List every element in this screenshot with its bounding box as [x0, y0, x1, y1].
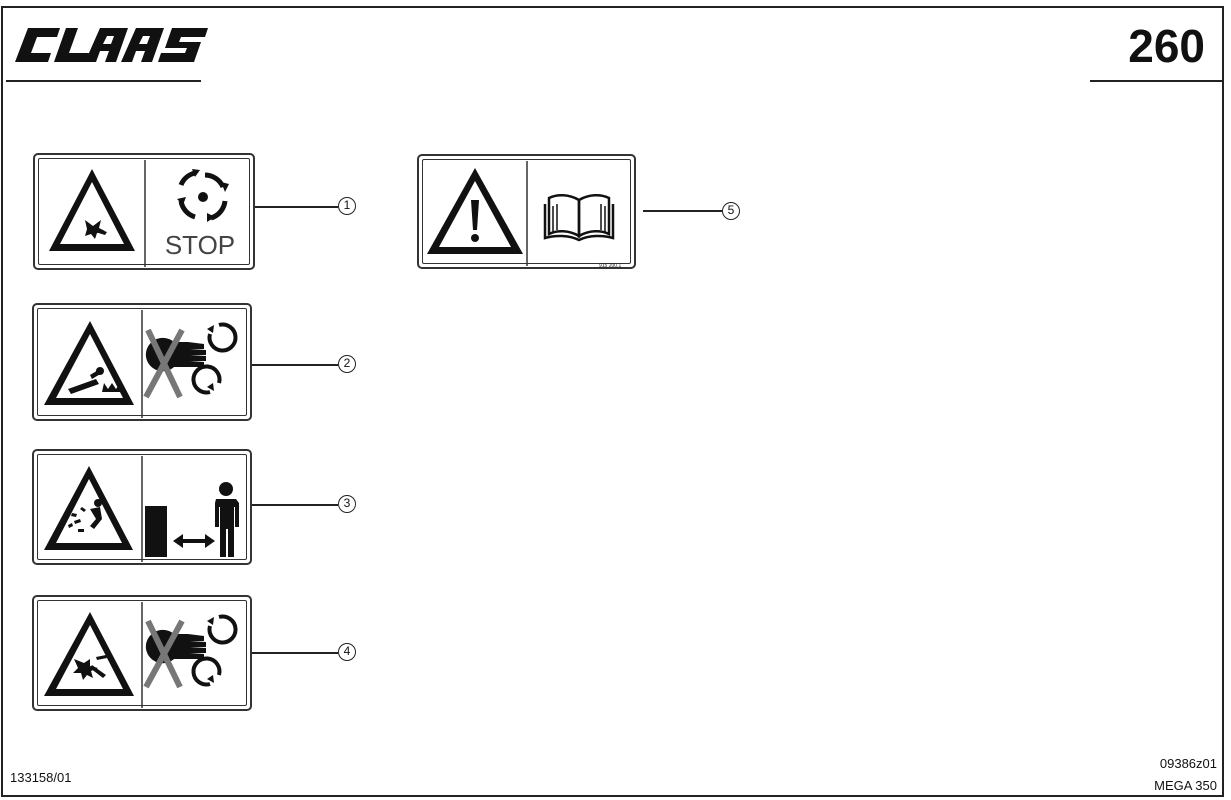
decal-3	[32, 449, 252, 565]
keep-distance-icon	[145, 482, 239, 557]
drawing-number: 09386z01	[1159, 756, 1217, 771]
leader-line-2	[252, 364, 338, 366]
page-number: 260	[1128, 20, 1205, 72]
leader-line-4	[252, 652, 338, 654]
header-left-rule	[6, 80, 201, 82]
header-right-rule	[1090, 80, 1224, 82]
callout-3: 3	[338, 495, 356, 513]
page-frame	[1, 6, 1224, 797]
decal-2	[32, 303, 252, 421]
warning-exclamation-icon	[427, 168, 523, 254]
rotating-arrowheads-icon	[177, 169, 229, 222]
decal-4	[32, 595, 252, 711]
footer-info: 09386z01 MEGA 350	[1154, 753, 1217, 797]
warning-triangle-icon	[44, 321, 134, 405]
manual-book-icon	[543, 194, 615, 242]
claas-logo	[15, 28, 208, 62]
leader-line-1	[255, 206, 338, 208]
warning-triangle-icon	[44, 466, 133, 550]
leader-line-3	[252, 504, 338, 506]
warning-triangle-icon	[49, 169, 135, 251]
rotating-arrows-icon	[191, 614, 238, 687]
leader-line-5	[643, 210, 722, 212]
callout-4: 4	[338, 643, 356, 661]
callout-2: 2	[338, 355, 356, 373]
decal-5-part-number: 915 200.1	[599, 263, 621, 269]
no-hand-icon	[143, 328, 206, 399]
rotating-arrows-icon	[191, 322, 238, 395]
hand-crush-icon	[73, 655, 107, 680]
stop-text: STOP	[164, 230, 236, 260]
decal-5: 915 200.1	[417, 154, 636, 269]
body-drawn-in-icon	[68, 367, 124, 394]
hand-crush-icon	[85, 220, 107, 239]
callout-1: 1	[338, 197, 356, 215]
decal-1-border	[38, 158, 250, 265]
warning-triangle-icon	[44, 612, 134, 696]
callout-5: 5	[722, 202, 740, 220]
model-name: MEGA 350	[1154, 778, 1217, 793]
doc-number: 133158/01	[10, 770, 72, 785]
no-hand-icon	[143, 619, 206, 689]
decal-1: STOP	[33, 153, 255, 270]
thrown-objects-icon	[68, 499, 102, 532]
